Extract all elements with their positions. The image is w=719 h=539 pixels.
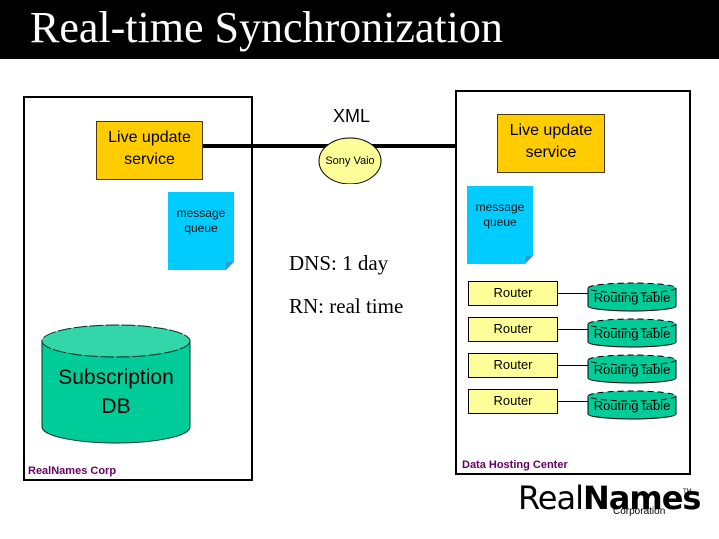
logo-corporation: Corporation <box>613 506 666 517</box>
database-icon <box>41 324 191 444</box>
dns-timing: DNS: 1 day <box>289 251 389 275</box>
page-fold-icon <box>525 256 533 264</box>
router-link <box>558 293 588 294</box>
routing-table: Routing table <box>587 282 677 312</box>
router-box: Router <box>468 353 558 378</box>
slide-title: Real-time Synchronization <box>30 3 503 52</box>
message-queue-line1: message <box>475 200 525 214</box>
logo-real: Real <box>518 479 584 517</box>
sony-vaio-node: Sony Vaio <box>318 137 382 185</box>
message-queue-line2: queue <box>483 215 517 229</box>
routing-table: Routing table <box>587 354 677 384</box>
routing-table-label: Routing table <box>593 398 671 413</box>
subscription-db-cylinder: Subscription DB <box>40 323 192 445</box>
routing-table: Routing table <box>587 318 677 348</box>
router-box: Router <box>468 389 558 414</box>
live-update-line1: Live update <box>509 122 593 139</box>
routing-table: Routing table <box>587 390 677 420</box>
sony-vaio-label: Sony Vaio <box>325 155 375 167</box>
logo-trademark: TM <box>683 489 692 495</box>
routing-table-label: Routing table <box>593 326 671 341</box>
message-queue-line1: message <box>176 206 226 220</box>
rn-timing: RN: real time <box>289 294 404 318</box>
data-hosting-center-label: Data Hosting Center <box>462 459 568 471</box>
routing-table-label: Routing table <box>593 362 671 377</box>
routing-table-label: Routing table <box>593 290 671 305</box>
router-link <box>558 401 588 402</box>
realnames-corp-label: RealNames Corp <box>28 465 117 477</box>
logo-names: Names <box>582 479 701 517</box>
right-message-queue: message queue <box>467 186 533 264</box>
router-link <box>558 329 588 330</box>
live-update-line2: service <box>124 151 175 168</box>
database-line2: DB <box>101 395 131 418</box>
left-message-queue: message queue <box>168 192 234 270</box>
right-live-update-service: Live update service <box>497 114 605 173</box>
router-link <box>558 365 588 366</box>
router-box: Router <box>468 281 558 306</box>
title-bar: Real-time Synchronization <box>0 0 719 59</box>
router-box: Router <box>468 317 558 342</box>
live-update-line2: service <box>525 144 577 161</box>
live-update-line1: Live update <box>108 129 191 146</box>
left-live-update-service: Live update service <box>96 121 203 180</box>
xml-label: XML <box>333 106 371 126</box>
page-fold-icon <box>226 262 234 270</box>
message-queue-line2: queue <box>184 221 218 235</box>
database-line1: Subscription <box>58 366 174 389</box>
realnames-logo: RealNames TM Corporation <box>518 479 701 519</box>
